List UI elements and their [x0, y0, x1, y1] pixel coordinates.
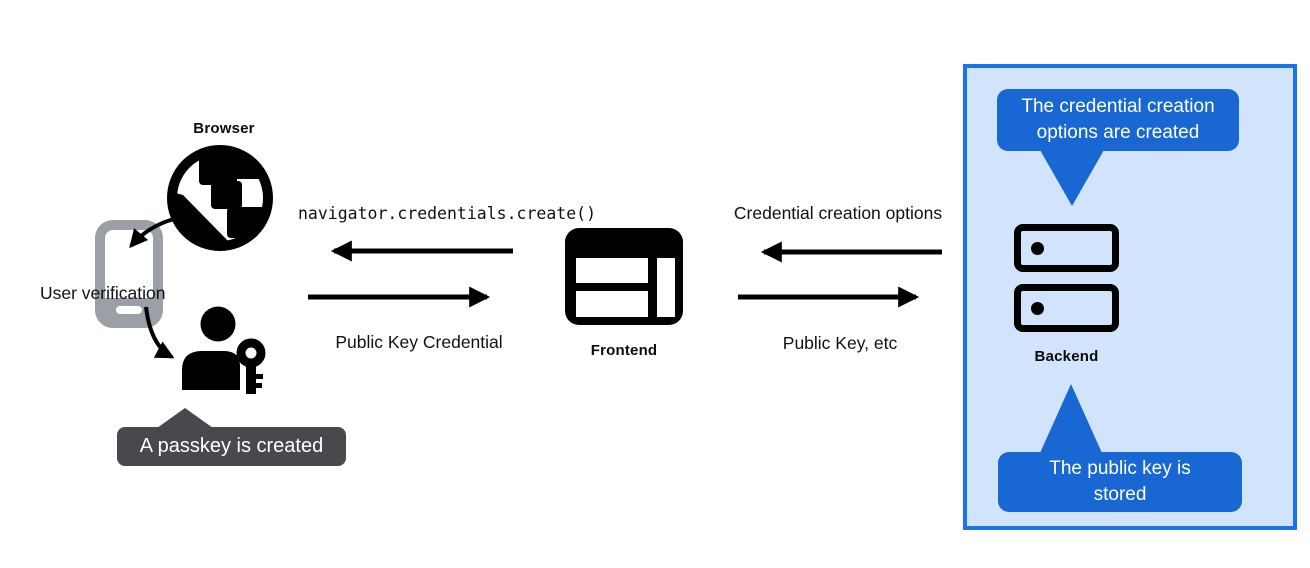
- passkey-created-callout: A passkey is created: [117, 427, 346, 466]
- key-stored-callout-tail-icon: [1040, 384, 1102, 453]
- server-led-icon: [1031, 301, 1044, 315]
- phone-icon: [95, 220, 163, 328]
- backend-panel: The credential creation options are crea…: [963, 64, 1297, 530]
- public-key-credential-label: Public Key Credential: [335, 332, 503, 352]
- server-led-icon: [1031, 241, 1044, 255]
- passkey-created-text: A passkey is created: [139, 435, 324, 457]
- options-callout-tail-icon: [1040, 150, 1104, 206]
- options-created-text: The credential creation options are crea…: [1021, 96, 1215, 143]
- navigator-credentials-create-label: navigator.credentials.create(): [297, 204, 596, 223]
- browser-globe-icon: [167, 145, 273, 251]
- frontend-label: Frontend: [590, 342, 658, 359]
- backend-server-icon: [1014, 224, 1119, 344]
- frontend-window-icon: [565, 228, 683, 325]
- passkey-callout-tail-icon: [157, 408, 213, 428]
- key-stored-text: The public key is stored: [1049, 458, 1191, 505]
- server-unit-bottom: [1014, 284, 1119, 332]
- options-created-callout: The credential creation options are crea…: [997, 89, 1239, 151]
- backend-label: Backend: [1034, 348, 1099, 365]
- user-verification-label: User verification: [40, 283, 166, 303]
- public-key-etc-label: Public Key, etc: [782, 333, 898, 353]
- key-stored-callout: The public key is stored: [998, 452, 1242, 512]
- server-unit-top: [1014, 224, 1119, 272]
- browser-label: Browser: [193, 120, 255, 137]
- credential-creation-options-label: Credential creation options: [733, 203, 943, 223]
- user-with-key-icon: [182, 306, 266, 394]
